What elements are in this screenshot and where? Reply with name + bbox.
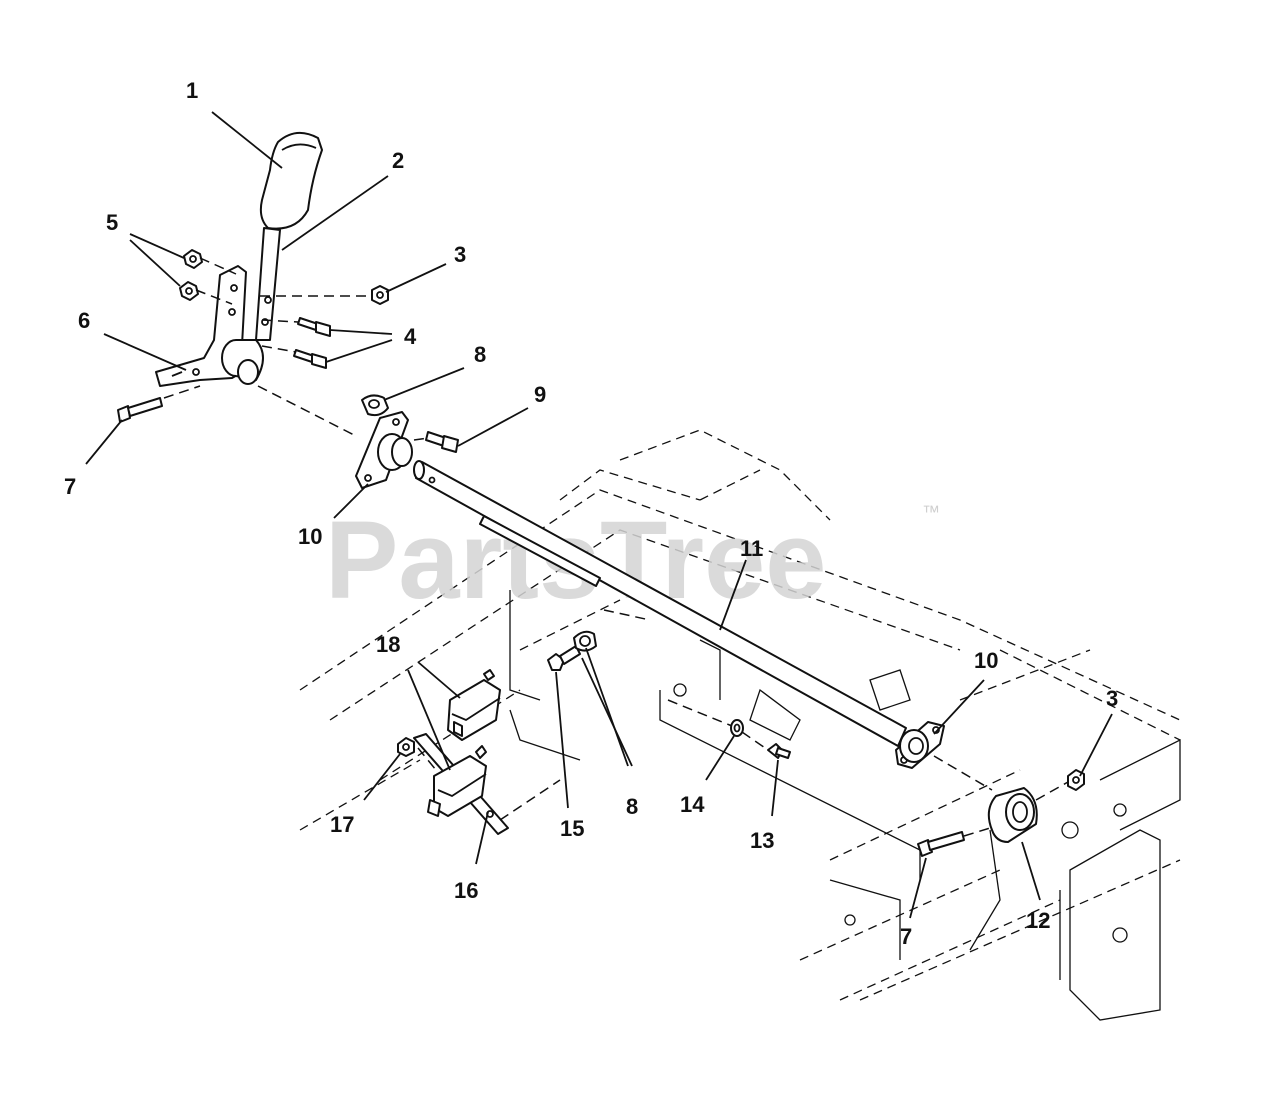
callout-14: 14 — [680, 792, 705, 817]
part-washer-14 — [730, 719, 744, 737]
callout-13: 13 — [750, 828, 774, 853]
part-bolt-15 — [547, 645, 581, 671]
part-lever — [255, 227, 281, 341]
part-handle-grip — [259, 131, 323, 230]
callout-6: 6 — [78, 308, 90, 333]
callout-2: 2 — [392, 148, 404, 173]
part-switch-16-lower — [413, 733, 509, 835]
callout-1: 1 — [186, 78, 198, 103]
part-collar-12 — [987, 787, 1038, 843]
part-flange-nut-8-lower — [573, 630, 597, 652]
callout-10-right: 10 — [974, 648, 998, 673]
callout-3-lower: 3 — [1106, 686, 1118, 711]
chassis-frame — [299, 429, 1181, 1021]
callout-8-lower: 8 — [626, 794, 638, 819]
watermark: PartsTree ™ — [325, 499, 940, 622]
callout-9: 9 — [534, 382, 546, 407]
callout-11: 11 — [740, 536, 763, 561]
part-bolt-7-right — [917, 831, 965, 857]
leader-lines — [85, 111, 1113, 919]
callout-8-upper: 8 — [474, 342, 486, 367]
callout-15: 15 — [560, 816, 584, 841]
part-nut-17 — [397, 737, 415, 757]
callout-5: 5 — [106, 210, 118, 235]
part-flange-bearing-10-right — [895, 721, 945, 769]
callout-4: 4 — [404, 324, 417, 349]
assembly-lines — [163, 257, 1069, 837]
callout-18: 18 — [376, 632, 400, 657]
part-bolt-13 — [767, 743, 791, 759]
part-flange-nut-8-upper — [361, 394, 389, 417]
part-nut-3-upper — [371, 285, 389, 305]
part-nuts-5 — [179, 249, 203, 301]
part-flange-bearing-10-left — [355, 411, 413, 489]
callout-7-left: 7 — [64, 474, 76, 499]
callout-16: 16 — [454, 878, 478, 903]
part-bolt-9 — [425, 431, 459, 453]
watermark-tm: ™ — [922, 502, 940, 522]
callout-10-left: 10 — [298, 524, 322, 549]
part-bolt-7-left — [117, 397, 163, 423]
part-bolts-4 — [293, 317, 331, 369]
callout-17: 17 — [330, 812, 354, 837]
callout-12: 12 — [1026, 908, 1050, 933]
callout-labels: 1 2 3 4 5 6 7 8 9 10 11 10 3 18 15 8 14 … — [64, 78, 1118, 949]
callout-7-right: 7 — [900, 924, 912, 949]
callout-3-upper: 3 — [454, 242, 466, 267]
part-lever-hub — [221, 339, 264, 385]
part-switch-18-upper — [447, 669, 501, 741]
part-cross-shaft-11 — [413, 460, 907, 747]
